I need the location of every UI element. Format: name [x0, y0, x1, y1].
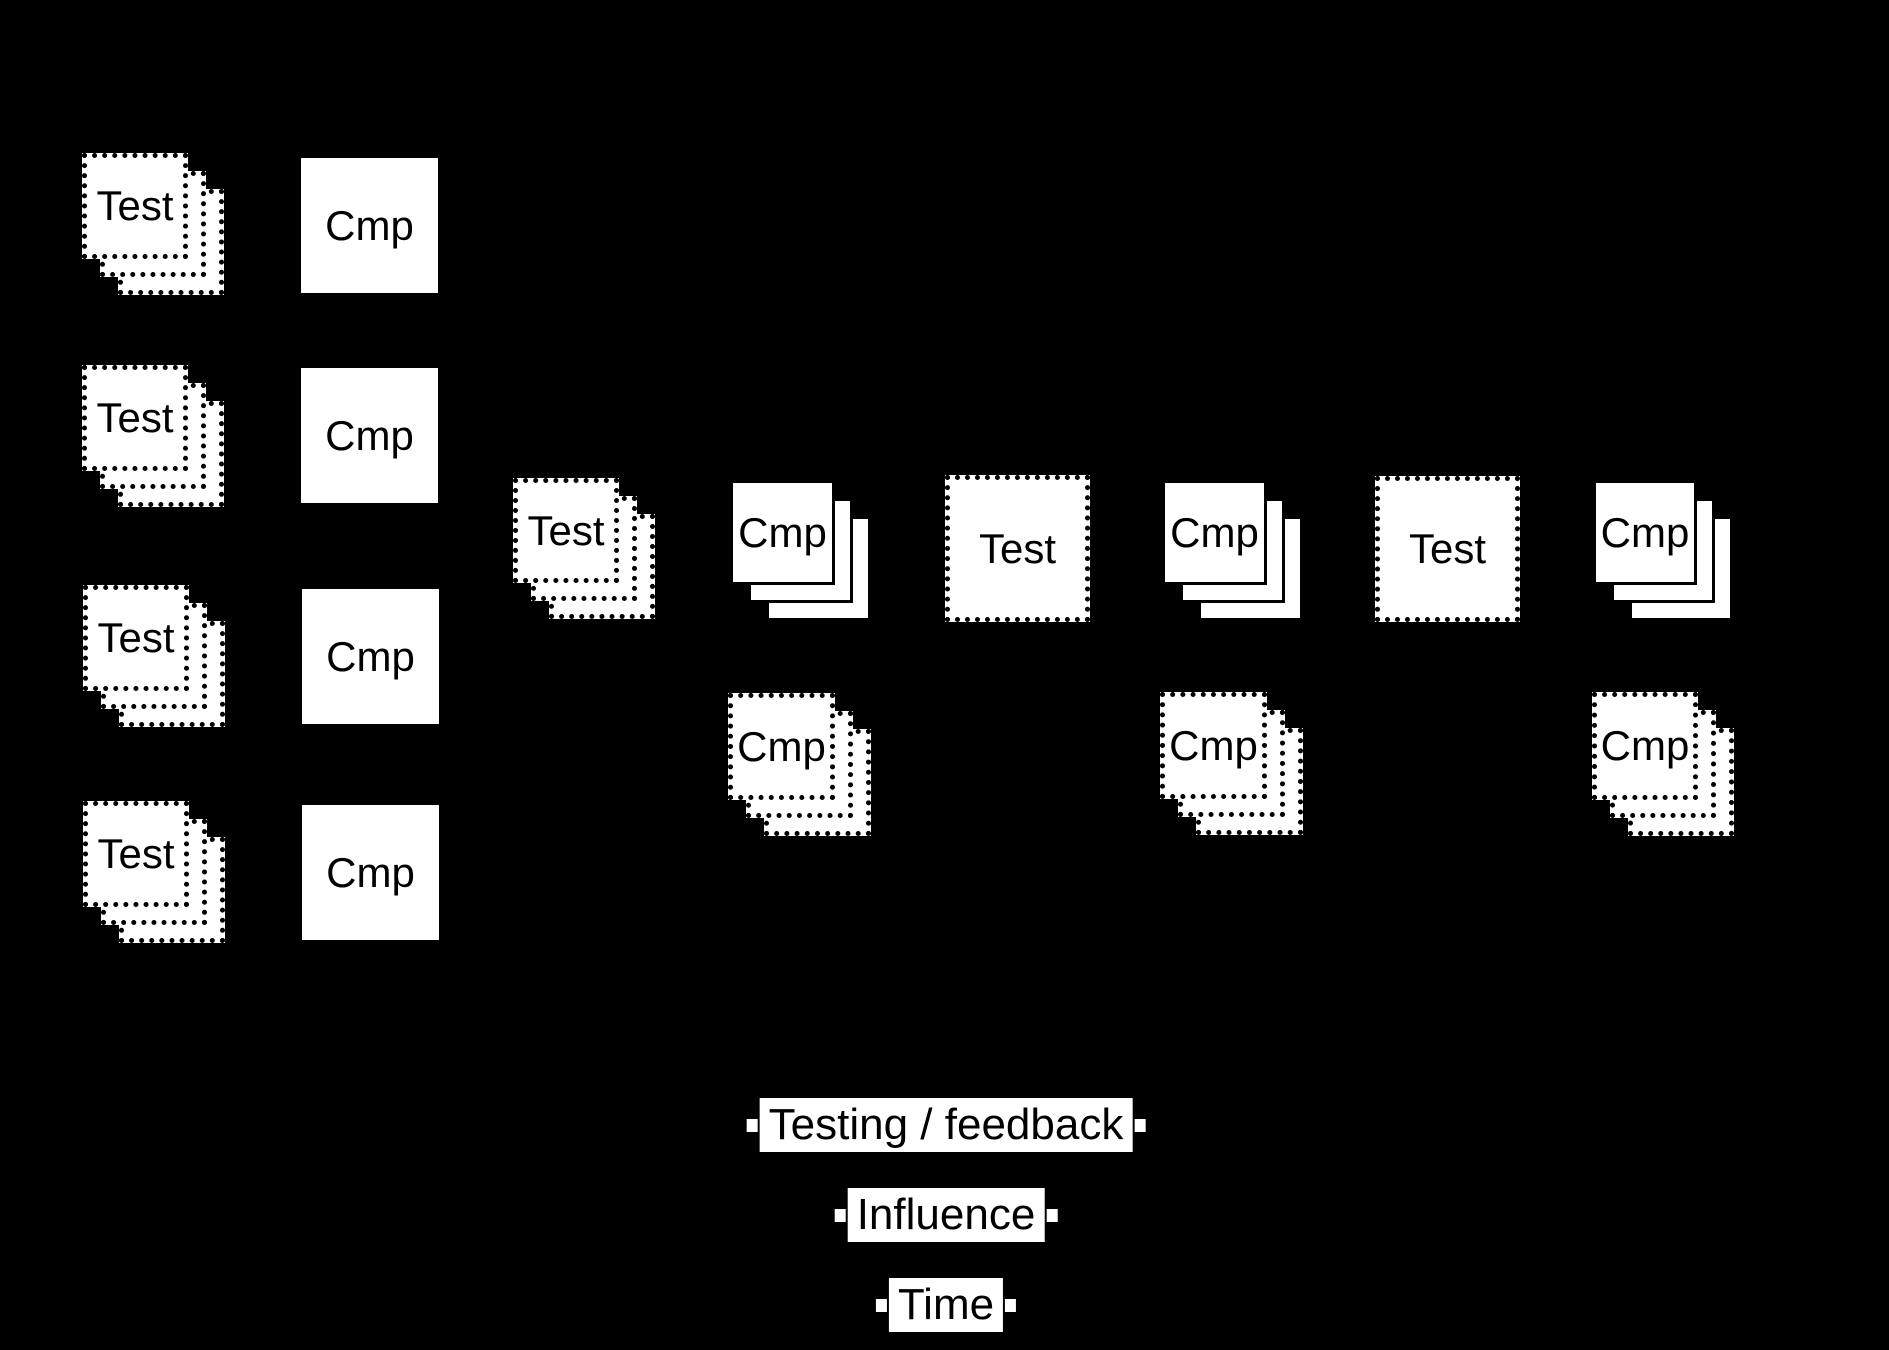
test-dotted-stack-node: Test	[82, 153, 224, 295]
node-label: Test	[97, 830, 175, 877]
node-label: Cmp	[325, 201, 414, 249]
arrow-tip-left-icon	[746, 1118, 758, 1132]
arrow-tip-right-icon	[1005, 1298, 1017, 1312]
cmp-solid-stack-node: Cmp	[730, 480, 871, 621]
cmp-solid-single-node: Cmp	[300, 803, 441, 942]
node-label: Cmp	[1169, 721, 1258, 769]
cmp-solid-single-node: Cmp	[299, 366, 440, 505]
legend-label: Testing / feedback	[759, 1098, 1133, 1152]
legend-item-testing-feedback: Testing / feedback	[746, 1098, 1146, 1152]
node-label: Cmp	[1600, 722, 1690, 769]
stack-front-layer: Cmp	[300, 587, 441, 726]
node-label: Cmp	[326, 848, 415, 896]
test-dotted-stack-node: Test	[82, 365, 224, 507]
stack-front-layer: Cmp	[300, 803, 441, 942]
node-label: Cmp	[326, 632, 415, 680]
stack-front-layer: Cmp	[1162, 480, 1267, 585]
stack-front-layer: Test	[1375, 476, 1520, 622]
stack-front-layer: Test	[82, 365, 188, 471]
stack-front-layer: Cmp	[1592, 692, 1698, 800]
stack-front-layer: Cmp	[299, 156, 440, 295]
cmp-dotted-stack-node: Cmp	[1160, 692, 1303, 835]
arrow-tip-left-icon	[834, 1208, 846, 1222]
legend-label: Influence	[847, 1188, 1045, 1242]
stack-front-layer: Cmp	[299, 366, 440, 505]
node-label: Test	[978, 524, 1057, 572]
node-label: Test	[1408, 525, 1487, 572]
stack-front-layer: Test	[83, 585, 189, 691]
legend-label: Time	[888, 1278, 1004, 1332]
cmp-solid-stack-node: Cmp	[1593, 480, 1733, 621]
node-label: Test	[97, 614, 175, 661]
test-dotted-stack-node: Test	[513, 478, 655, 619]
stack-front-layer: Test	[513, 478, 619, 583]
node-label: Test	[527, 506, 605, 554]
node-label: Test	[96, 394, 174, 441]
stack-front-layer: Test	[83, 801, 189, 907]
stack-front-layer: Cmp	[730, 480, 835, 585]
test-dotted-stack-node: Test	[83, 801, 225, 943]
cmp-solid-stack-node: Cmp	[1162, 480, 1303, 621]
arrow-tip-left-icon	[875, 1298, 887, 1312]
node-label: Cmp	[325, 411, 414, 459]
cmp-solid-single-node: Cmp	[300, 587, 441, 726]
node-label: Cmp	[737, 722, 826, 770]
node-label: Cmp	[1170, 508, 1259, 556]
legend-item-influence: Influence	[834, 1188, 1058, 1242]
stack-front-layer: Cmp	[728, 693, 835, 800]
cmp-dotted-stack-node: Cmp	[1592, 692, 1734, 836]
cmp-solid-single-node: Cmp	[299, 156, 440, 295]
stack-front-layer: Test	[945, 475, 1090, 622]
test-dotted-stack-node: Test	[83, 585, 225, 727]
node-label: Test	[96, 182, 174, 229]
node-label: Cmp	[738, 508, 827, 556]
node-label: Cmp	[1600, 508, 1690, 556]
legend-item-time: Time	[875, 1278, 1017, 1332]
arrow-tip-right-icon	[1134, 1118, 1146, 1132]
stack-front-layer: Cmp	[1160, 692, 1267, 799]
test-dotted-single-node: Test	[945, 475, 1090, 622]
stack-front-layer: Test	[82, 153, 188, 259]
cmp-dotted-stack-node: Cmp	[728, 693, 871, 836]
test-dotted-single-node: Test	[1375, 476, 1520, 622]
stack-front-layer: Cmp	[1593, 480, 1697, 585]
arrow-tip-right-icon	[1046, 1208, 1058, 1222]
